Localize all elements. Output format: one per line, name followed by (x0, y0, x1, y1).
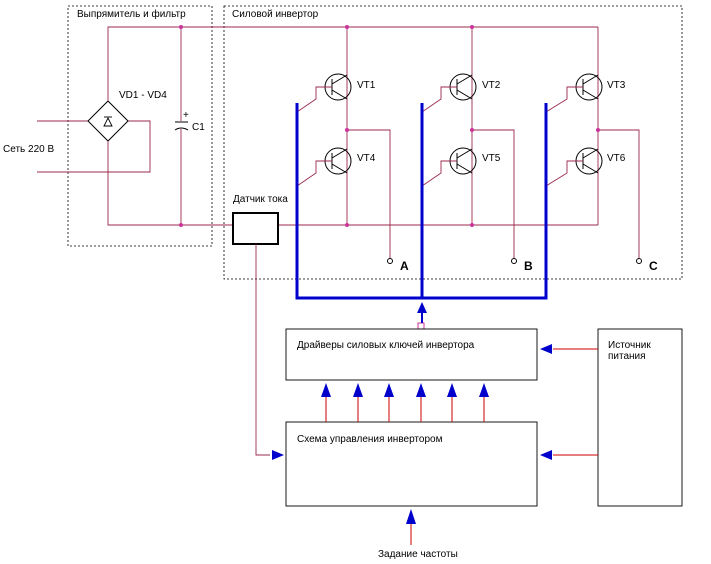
current-sensor-label: Датчик тока (233, 194, 288, 205)
capacitor-polarity: + (183, 110, 189, 121)
frequency-input-link (406, 509, 416, 545)
power-supply-links (540, 344, 598, 460)
inverter-block-outline (223, 5, 683, 280)
power-supply-label-2: питания (608, 351, 646, 362)
transistor-vt2 (421, 73, 477, 113)
drivers-label: Драйверы силовых ключей инвертора (297, 340, 475, 351)
output-a-label: A (400, 259, 409, 273)
vt6-label: VT6 (607, 153, 626, 164)
output-a-terminal (387, 258, 393, 264)
control-to-driver-arrows (321, 383, 489, 422)
mains-label: Сеть 220 В (3, 144, 54, 155)
dc-plus-rail (107, 26, 598, 101)
output-b-wire (472, 129, 515, 261)
transistor-vt5 (421, 147, 477, 187)
capacitor-c1 (174, 27, 189, 225)
rectifier-block-outline (67, 5, 213, 247)
vt5-label: VT5 (482, 153, 501, 164)
drivers-block (285, 328, 538, 381)
current-sensor-box (232, 212, 279, 245)
vt1-label: VT1 (357, 80, 376, 91)
output-b-terminal (511, 258, 517, 264)
vt2-label: VT2 (482, 80, 501, 91)
frequency-label: Задание частоты (378, 549, 458, 560)
inverter-block-title: Силовой инвертор (232, 9, 319, 20)
transistor-vt3 (545, 73, 603, 113)
vt3-label: VT3 (607, 80, 626, 91)
transistor-vt1 (296, 73, 352, 113)
dc-minus-rail-left (107, 141, 232, 226)
bus-connector (417, 322, 425, 330)
junction-dots (179, 25, 600, 227)
control-block (285, 421, 538, 507)
transistor-vt4 (296, 147, 352, 187)
power-supply-label-1: Источник (608, 340, 651, 351)
bridge-label: VD1 - VD4 (119, 90, 167, 101)
mains-wire-bottom (37, 120, 151, 173)
diode-bridge (87, 100, 129, 142)
bus-arrow (417, 302, 427, 313)
control-label: Схема управления инвертором (297, 434, 443, 445)
output-a-wire (347, 129, 391, 261)
power-supply-block (597, 328, 683, 507)
rectifier-block-title: Выпрямитель и фильтр (77, 8, 186, 20)
output-b-label: B (524, 259, 533, 273)
transistor-vt6 (545, 147, 603, 187)
output-c-label: C (649, 259, 658, 273)
output-c-terminal (636, 258, 642, 264)
output-c-wire (598, 129, 640, 261)
capacitor-label: C1 (192, 122, 205, 133)
current-feedback-link (255, 244, 284, 460)
vt4-label: VT4 (357, 153, 376, 164)
